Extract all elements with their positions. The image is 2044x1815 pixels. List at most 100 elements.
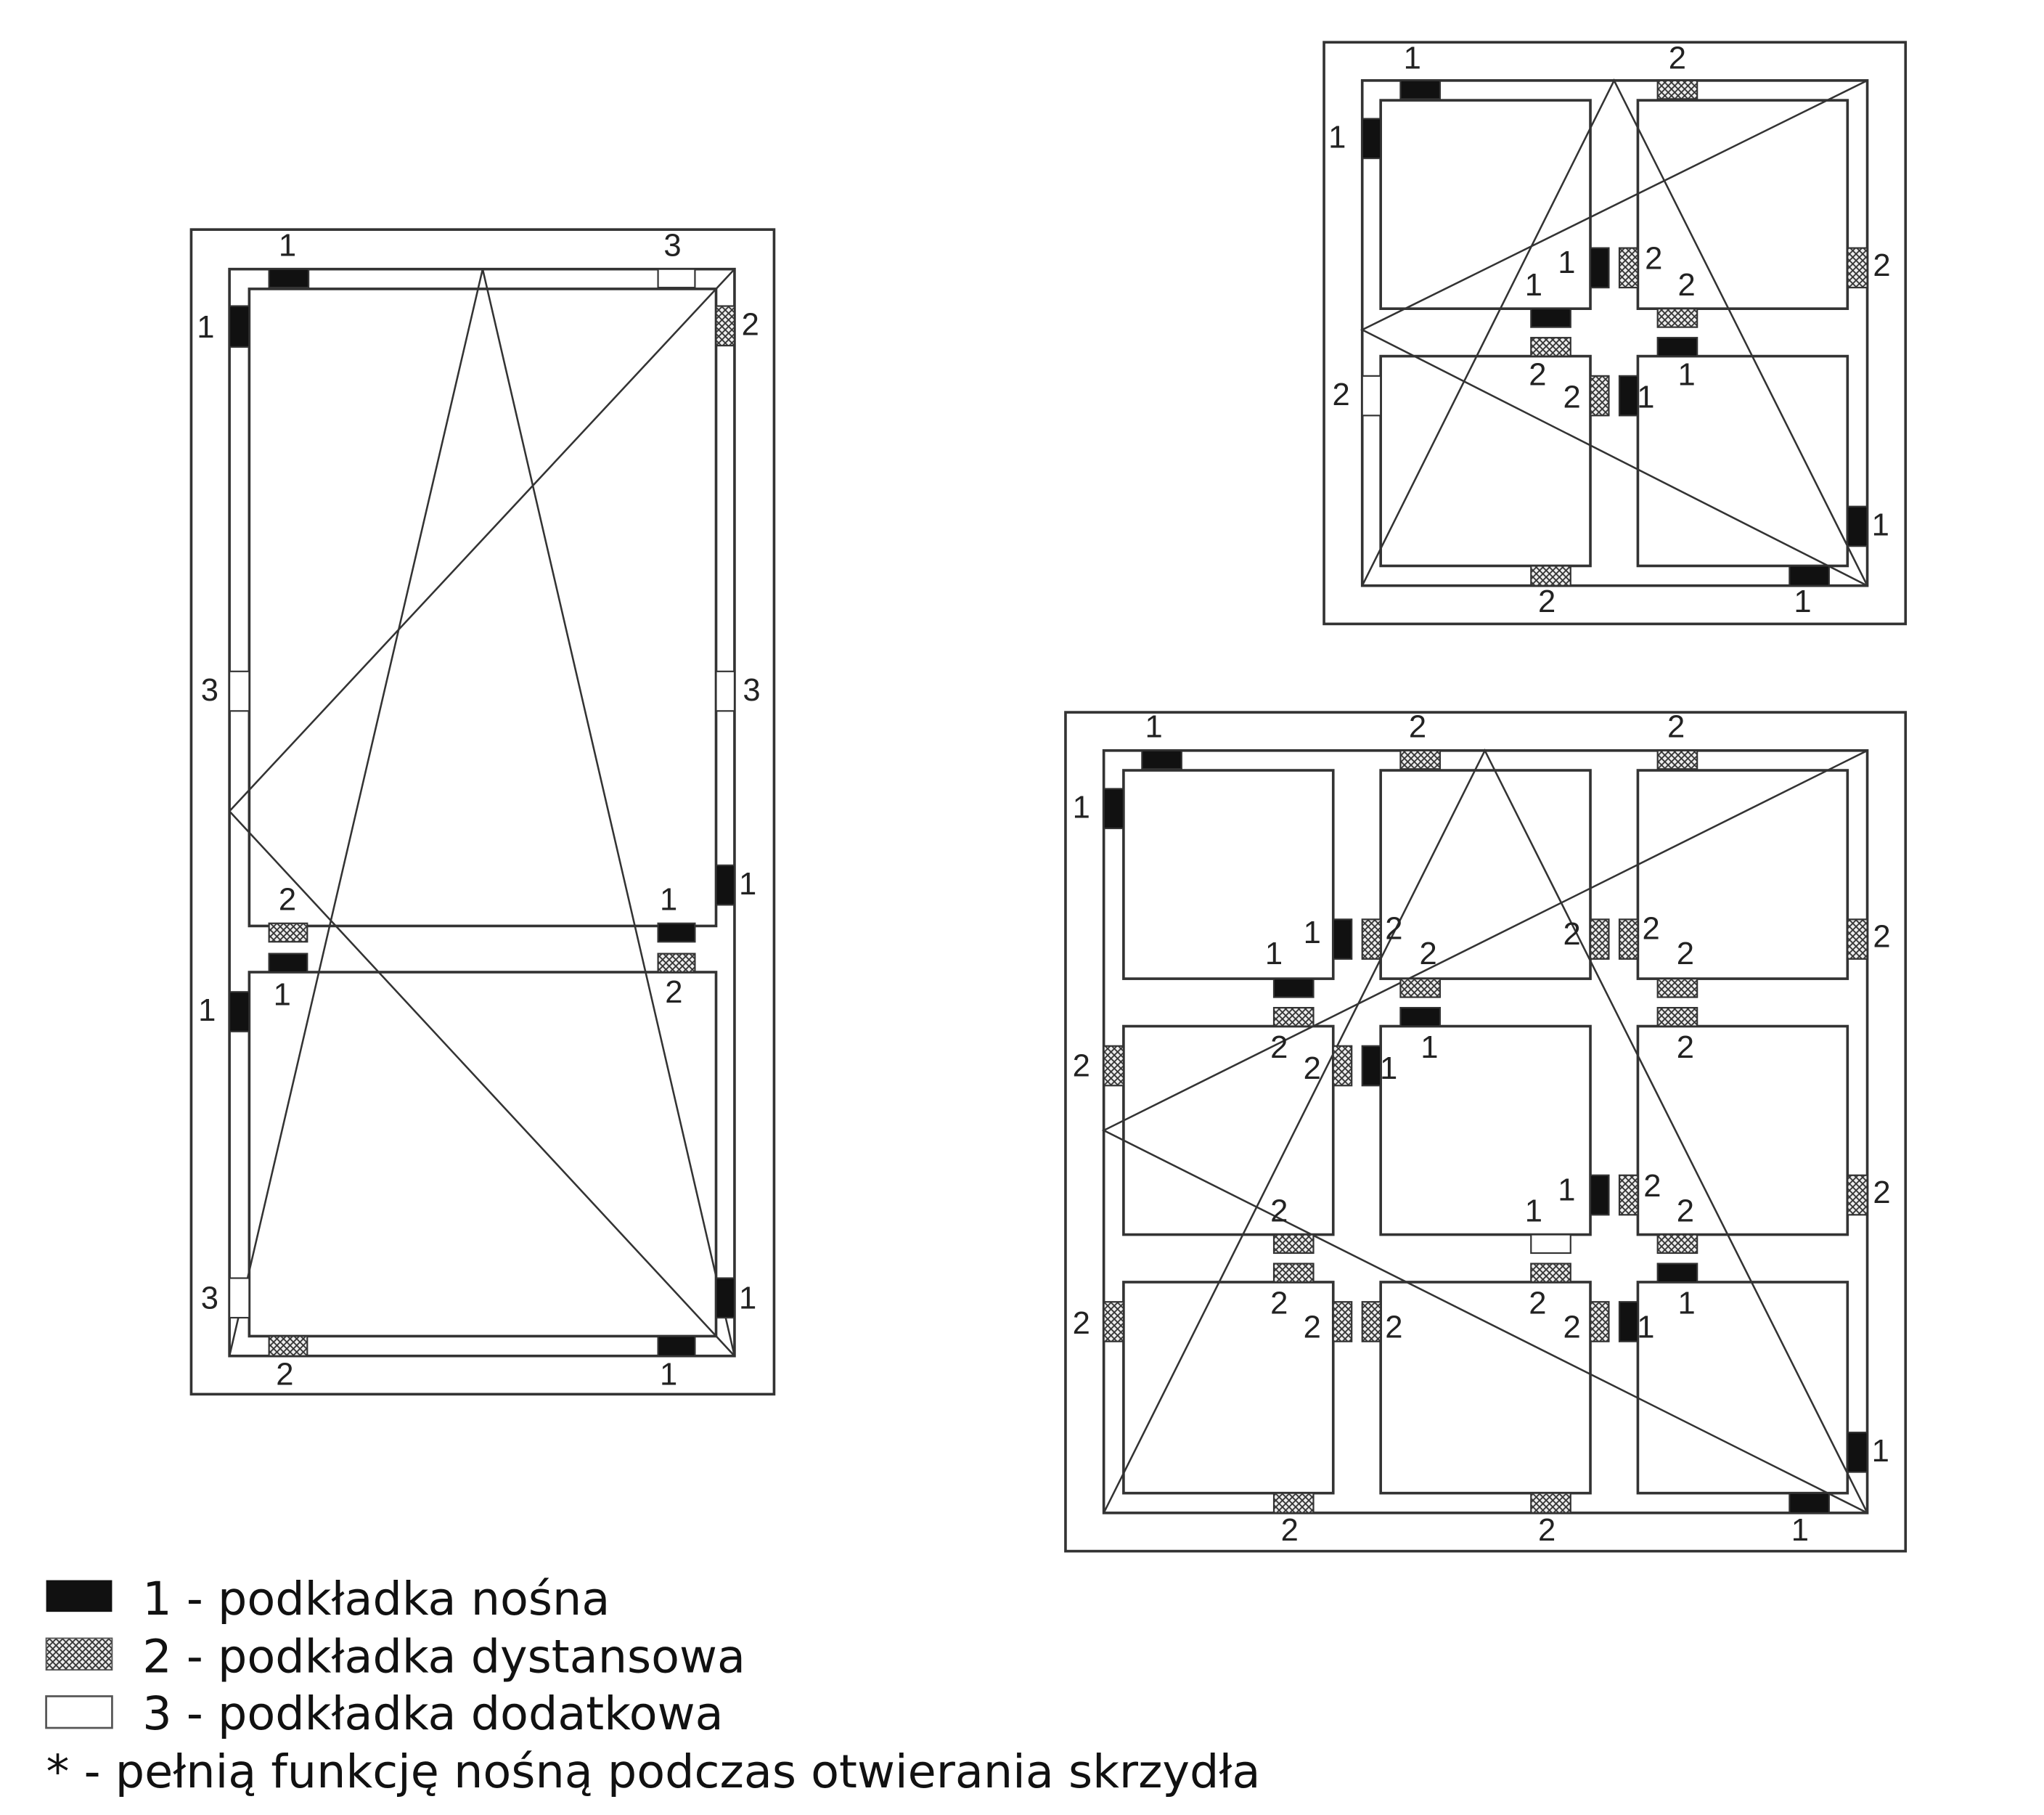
- pad-label: 2: [1281, 1513, 1299, 1548]
- pad-label: 2: [1385, 912, 1402, 947]
- pad-label: 1: [1637, 1310, 1654, 1345]
- pad-label: 2: [1873, 1175, 1890, 1210]
- spacer-pad: [1847, 247, 1868, 289]
- pad-label: 1: [279, 229, 296, 264]
- spacer-pad: [1530, 337, 1571, 357]
- pad-label: 1: [1558, 245, 1575, 280]
- pad-label: 1: [1304, 915, 1321, 950]
- extra-pad: [229, 1277, 250, 1319]
- bearing-pad: [268, 953, 308, 974]
- pad-label: 1: [1404, 41, 1421, 76]
- glass-pane: [1379, 99, 1592, 311]
- bearing-pad: [1103, 788, 1124, 830]
- spacer-pad: [1272, 1233, 1315, 1255]
- legend-item-extra: 3 - podkładka dodatkowa: [142, 1686, 723, 1740]
- pad-label: 1: [198, 993, 216, 1028]
- pad-label: 1: [1380, 1051, 1397, 1086]
- pad-label: 2: [1642, 912, 1659, 947]
- pad-label: 1: [660, 883, 677, 918]
- bearing-pad: [1272, 978, 1315, 998]
- spacer-pad: [657, 953, 696, 974]
- pad-label: 1: [1637, 380, 1654, 415]
- spacer-pad: [1656, 749, 1698, 770]
- pad-label: 2: [1678, 268, 1696, 303]
- spacer-pad: [715, 305, 736, 347]
- extra-pad: [657, 268, 696, 289]
- spacer-pad: [1656, 79, 1698, 100]
- spacer-pad: [1103, 1301, 1124, 1342]
- pad-label: 1: [1145, 710, 1163, 745]
- pad-label: 1: [1525, 268, 1542, 303]
- pad-label: 2: [1385, 1310, 1402, 1345]
- legend-swatch-extra: [45, 1695, 113, 1729]
- pad-label: 2: [1563, 1310, 1580, 1345]
- spacer-pad: [1530, 1263, 1571, 1284]
- bearing-pad: [1618, 1301, 1639, 1342]
- glass-pane: [1636, 1281, 1849, 1495]
- glass-pane: [1636, 769, 1849, 980]
- bearing-pad: [1589, 1174, 1610, 1216]
- pad-label: 2: [1333, 378, 1350, 412]
- extra-pad: [229, 670, 250, 712]
- spacer-pad: [1847, 1174, 1868, 1216]
- pad-label: 3: [201, 673, 218, 708]
- pad-label: 1: [197, 310, 214, 345]
- pad-label: 1: [1558, 1172, 1575, 1207]
- pad-label: 1: [1265, 937, 1283, 971]
- pad-label: 2: [1677, 937, 1694, 971]
- bearing-pad: [1361, 1045, 1382, 1087]
- spacer-pad: [1399, 749, 1442, 770]
- pad-label: 2: [1643, 1169, 1661, 1204]
- spacer-pad: [1103, 1045, 1124, 1087]
- bearing-pad: [1530, 308, 1571, 328]
- pad-label: 2: [1563, 917, 1580, 952]
- spacer-pad: [1618, 918, 1639, 960]
- bearing-pad: [1847, 505, 1868, 547]
- glass-pane: [1636, 354, 1849, 568]
- upper-sash: [248, 287, 718, 928]
- outer-frame: [1323, 41, 1908, 626]
- spacer-pad: [268, 922, 308, 943]
- pad-label: 2: [1529, 1286, 1546, 1321]
- tilt-opening-lines: [228, 269, 736, 1356]
- pad-label: 2: [742, 308, 759, 343]
- pad-label: 3: [743, 673, 760, 708]
- extra-pad: [715, 670, 736, 712]
- pad-label: 1: [1420, 1030, 1438, 1065]
- outer-frame: [189, 228, 776, 1396]
- bearing-pad: [1618, 375, 1639, 417]
- pad-label: 2: [1409, 710, 1426, 745]
- glass-pane: [1379, 354, 1592, 568]
- pad-label: 2: [1304, 1310, 1321, 1345]
- pad-label: 2: [1873, 248, 1890, 283]
- glass-pane: [1379, 1024, 1592, 1236]
- pad-label: 2: [1304, 1051, 1321, 1086]
- spacer-pad: [1530, 1492, 1571, 1514]
- bearing-pad: [1656, 1263, 1698, 1284]
- glass-pane: [1379, 1281, 1592, 1495]
- pad-label: 1: [1791, 1513, 1809, 1548]
- glass-pane: [1122, 769, 1335, 980]
- pad-label: 1: [1872, 508, 1889, 543]
- legend-swatch-bearing: [46, 1580, 113, 1612]
- pad-label: 2: [1270, 1030, 1288, 1065]
- extra-pad: [1361, 375, 1382, 417]
- bearing-pad: [1332, 918, 1353, 960]
- spacer-pad: [1361, 1301, 1382, 1342]
- spacer-pad: [1399, 978, 1442, 998]
- pad-label: 2: [1073, 1049, 1090, 1084]
- spacer-pad: [1361, 918, 1382, 960]
- pad-label: 2: [1073, 1306, 1090, 1341]
- spacer-pad: [1272, 1263, 1315, 1284]
- spacer-pad: [268, 1335, 308, 1357]
- pad-label: 1: [1678, 358, 1696, 393]
- spacer-pad: [1332, 1045, 1353, 1087]
- spacer-pad: [1530, 565, 1571, 587]
- glass-pane: [1636, 99, 1849, 311]
- bearing-pad: [1847, 1431, 1868, 1473]
- inner-frame: [228, 267, 736, 1358]
- glass-pane: [1636, 1024, 1849, 1236]
